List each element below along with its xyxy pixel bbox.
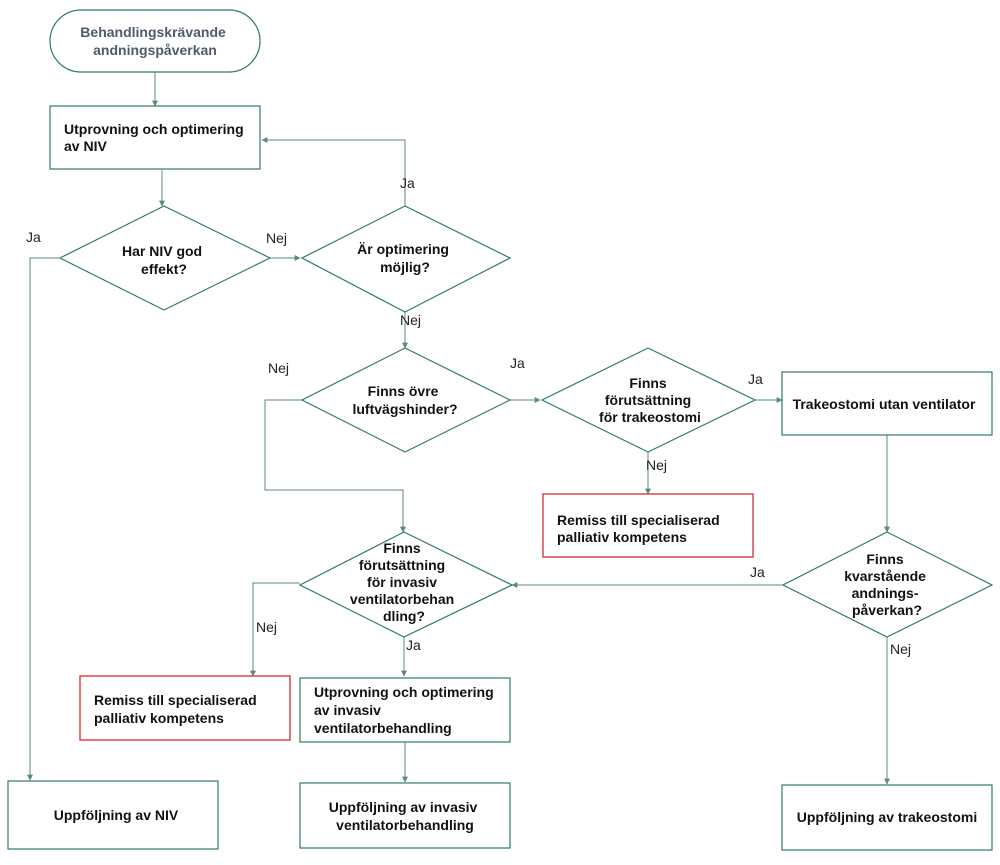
- label-trak-ja: Ja: [748, 371, 763, 387]
- label-trak-nej: Nej: [646, 457, 667, 473]
- start-label-line-1: Behandlingskrävande: [80, 24, 226, 40]
- uppfoljning-niv-box: [7, 780, 219, 850]
- node-shapes: [7, 9, 994, 851]
- label-niv-nej: Nej: [266, 230, 287, 246]
- remiss-2-line-2: palliativ kompetens: [94, 710, 224, 726]
- uppfoljning-trakeostomi-line-1: Uppföljning av trakeostomi: [797, 809, 977, 825]
- remiss-2-label: Remiss till specialiserad palliativ komp…: [94, 692, 261, 726]
- optimering-mojlig-line-2: möjlig?: [380, 259, 430, 275]
- remiss-1-label: Remiss till specialiserad palliativ komp…: [557, 512, 724, 545]
- uppfoljning-trakeostomi-box: [781, 784, 993, 851]
- niv-effekt-diamond: [58, 205, 272, 311]
- label-niv-ja: Ja: [26, 229, 41, 245]
- invasiv-optimering-line-1: Utprovning och optimering: [314, 684, 494, 700]
- luftvagshinder-diamond: [300, 347, 512, 453]
- luftvagshinder-line-2: luftvägshinder?: [352, 401, 457, 417]
- trakeostomi-forutsattning-line-1: Finns: [629, 375, 667, 391]
- kvarstaende-line-1: Finns: [866, 551, 904, 567]
- remiss-1-line-2: palliativ kompetens: [557, 529, 687, 545]
- kvarstaende-line-3: andnings-: [852, 585, 919, 601]
- niv-optimering-line-1: Utprovning och optimering: [64, 121, 244, 137]
- remiss-1-line-1: Remiss till specialiserad: [557, 512, 720, 528]
- edge-hinder-nej: [264, 399, 406, 533]
- label-opt-ja: Ja: [400, 175, 415, 191]
- invasiv-optimering-label: Utprovning och optimering av invasiv ven…: [314, 684, 498, 736]
- remiss-2-line-1: Remiss till specialiserad: [94, 692, 257, 708]
- trakeostomi-utan-ventilator-line-1: Trakeostomi utan ventilator: [793, 396, 976, 412]
- edge-labels: Ja Nej Ja Nej Nej Ja Ja Nej Ja Nej Nej J…: [26, 175, 911, 657]
- kvarstaende-line-2: kvarstående: [844, 568, 926, 584]
- kvarstaende-line-4: påverkan?: [852, 602, 922, 618]
- label-inv-nej: Nej: [256, 619, 277, 635]
- optimering-mojlig-line-1: Är optimering: [357, 241, 449, 257]
- start-label: Behandlingskrävande andningspåverkan: [80, 24, 229, 58]
- niv-effekt-label: Har NIV god effekt?: [122, 243, 206, 277]
- label-inv-ja: Ja: [406, 637, 421, 653]
- trakeostomi-forutsattning-diamond: [540, 347, 757, 453]
- invasiv-forutsattning-line-5: dling?: [383, 608, 425, 624]
- label-hinder-nej: Nej: [268, 360, 289, 376]
- uppfoljning-invasiv-label: Uppföljning av invasiv ventilatorbehandl…: [329, 799, 481, 833]
- uppfoljning-invasiv-line-2: ventilatorbehandling: [336, 817, 474, 833]
- niv-effekt-line-1: Har NIV god: [122, 243, 202, 259]
- invasiv-forutsattning-line-1: Finns: [383, 540, 421, 556]
- invasiv-forutsattning-line-4: ventilatorbehan: [350, 591, 454, 607]
- uppfoljning-invasiv-box: [299, 782, 511, 849]
- uppfoljning-niv-label: Uppföljning av NIV: [54, 807, 179, 823]
- niv-optimering-box: [49, 105, 261, 170]
- optimering-mojlig-label: Är optimering möjlig?: [357, 241, 453, 275]
- node-texts: Behandlingskrävande andningspåverkan Utp…: [54, 24, 977, 833]
- invasiv-optimering-line-2: av invasiv: [314, 702, 381, 718]
- optimering-mojlig-diamond: [300, 205, 512, 313]
- niv-optimering-label: Utprovning och optimering av NIV: [64, 121, 248, 154]
- remiss-box-2: [79, 675, 291, 741]
- invasiv-forutsattning-line-2: förutsättning: [359, 557, 445, 573]
- trakeostomi-forutsattning-line-2: förutsättning: [605, 392, 691, 408]
- uppfoljning-invasiv-line-1: Uppföljning av invasiv: [329, 799, 478, 815]
- luftvagshinder-line-1: Finns övre: [368, 383, 439, 399]
- invasiv-forutsattning-diamond: [298, 531, 514, 638]
- trakeostomi-forutsattning-label: Finns förutsättning för trakeostomi: [599, 375, 701, 425]
- connectors: [27, 72, 890, 785]
- label-kvar-ja: Ja: [750, 564, 765, 580]
- label-kvar-nej: Nej: [890, 641, 911, 657]
- label-hinder-ja: Ja: [510, 355, 525, 371]
- start-label-line-2: andningspåverkan: [93, 42, 217, 58]
- uppfoljning-niv-line-1: Uppföljning av NIV: [54, 807, 179, 823]
- invasiv-optimering-line-3: ventilatorbehandling: [314, 720, 452, 736]
- niv-effekt-line-2: effekt?: [141, 261, 187, 277]
- edge-optimering-ja: [261, 137, 406, 206]
- uppfoljning-trakeostomi-label: Uppföljning av trakeostomi: [797, 809, 977, 825]
- edge-invasiv-nej: [250, 582, 300, 677]
- trakeostomi-utan-ventilator-box: [781, 371, 993, 436]
- trakeostomi-utan-ventilator-label: Trakeostomi utan ventilator: [793, 396, 976, 412]
- trakeostomi-forutsattning-line-3: för trakeostomi: [599, 409, 701, 425]
- niv-optimering-line-2: av NIV: [64, 138, 107, 154]
- kvarstaende-label: Finns kvarstående andnings- påverkan?: [844, 551, 930, 618]
- invasiv-forutsattning-line-3: för invasiv: [367, 574, 437, 590]
- luftvagshinder-label: Finns övre luftvägshinder?: [352, 383, 457, 417]
- invasiv-forutsattning-label: Finns förutsättning för invasiv ventilat…: [350, 540, 458, 624]
- start-terminal-shape: [49, 9, 261, 73]
- invasiv-optimering-box: [299, 677, 511, 743]
- edge-niv-effekt-ja: [27, 257, 60, 781]
- remiss-box-1: [542, 493, 754, 558]
- label-opt-nej: Nej: [400, 312, 421, 328]
- kvarstaende-andningspaverkan-diamond: [781, 531, 994, 638]
